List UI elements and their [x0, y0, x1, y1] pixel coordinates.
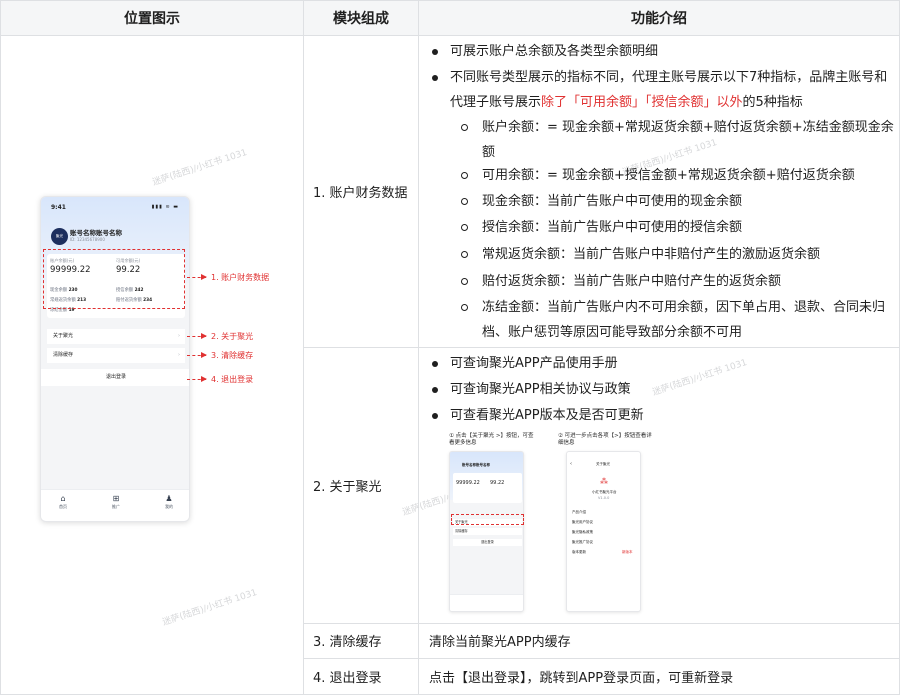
tab-home[interactable]: ⌂首页 [48, 494, 78, 510]
about-row[interactable]: 关于聚光› [47, 329, 185, 344]
account-name: 账号名称账号名称 [70, 229, 122, 237]
finance-bullet-2: 不同账号类型展示的指标不同，代理主账号展示以下7种指标，品牌主账号和代理子账号展… [424, 66, 894, 115]
finance-sub-2: 可用余额：= 现金余额+授信金额+常规返货余额+赔付返货余额 [458, 164, 894, 189]
tab-bar: ⌂首页 ⊞推广 ♟我的 [41, 489, 189, 521]
module-about: 2. 关于聚光 [303, 347, 419, 624]
arrow-logout [187, 376, 207, 382]
callout-clear-cache: 3. 清除缓存 [211, 351, 254, 360]
phone-mockup: 9:41 ▮▮▮ ≋ ▬ 聚光 账号名称账号名称 ID: 12345678900… [40, 196, 190, 522]
tab-promote[interactable]: ⊞推广 [101, 494, 131, 510]
feature-clear-cache: 清除当前聚光APP内缓存 [418, 623, 900, 659]
finance-sub-6: 赔付返货余额：当前广告账户中赔付产生的返货余额 [458, 270, 894, 295]
finance-sub-7: 冻结金额：当前广告账户内不可用余额，因下单占用、退款、合同未归档、账户惩罚等原因… [458, 296, 894, 345]
finance-card: 账户余额(元) 99999.22 可用余额(元) 99.22 现金余额 230 … [47, 254, 185, 318]
grid-icon: ⊞ [112, 494, 120, 503]
screenshot-about-step-1: 账号名称账号名称 99999.22 99.22 关于聚光 清除缓存 退出登录 [449, 451, 524, 612]
screenshot-about-step-2: ‹ 关于聚光 ⁂ 小红书聚光平台 V1.0.0 产品介绍 聚光用户协议 聚光隐私… [566, 451, 641, 612]
module-logout: 4. 退出登录 [303, 658, 419, 695]
about-step-1: ① 点击【关于聚光 >】按钮，可查看更多信息 [449, 433, 534, 446]
header-feature: 功能介绍 [418, 0, 900, 36]
header-module: 模块组成 [303, 0, 419, 36]
tab-mine[interactable]: ♟我的 [154, 494, 184, 510]
callout-finance: 1. 账户财务数据 [211, 273, 270, 282]
about-bullet-1: 可查询聚光APP产品使用手册 [424, 352, 894, 377]
finance-sub-5: 常规返货余额：当前广告账户中非赔付产生的激励返货余额 [458, 243, 894, 268]
arrow-about [187, 333, 207, 339]
arrow-clear-cache [187, 352, 207, 358]
highlight-finance [43, 249, 185, 309]
module-finance: 1. 账户财务数据 [303, 36, 419, 348]
about-step-2: ② 可进一步点击各项【>】按钮查看详细信息 [558, 433, 652, 446]
account-avatar: 聚光 [51, 228, 68, 245]
finance-bullet-1: 可展示账户总余额及各类型余额明细 [424, 40, 894, 65]
chevron-right-icon: › [178, 352, 180, 358]
available-value: 99.22 [116, 265, 141, 275]
home-icon: ⌂ [60, 494, 66, 503]
finance-sub-3: 现金余额：当前广告账户中可使用的现金余额 [458, 190, 894, 215]
finance-sub-1: 账户余额：= 现金余额+常规返货余额+赔付返货余额+冻结金额现金余额 [458, 116, 894, 165]
about-bullet-3: 可查看聚光APP版本及是否可更新 [424, 404, 894, 429]
logout-button[interactable]: 退出登录 [41, 369, 189, 386]
finance-sub-4: 授信余额：当前广告账户中可使用的授信余额 [458, 216, 894, 241]
callout-logout: 4. 退出登录 [211, 375, 254, 384]
status-icons: ▮▮▮ ≋ ▬ [151, 204, 179, 210]
chevron-right-icon: › [178, 333, 180, 339]
balance-value: 99999.22 [50, 265, 91, 275]
module-clear-cache: 3. 清除缓存 [303, 623, 419, 659]
about-bullet-2: 可查询聚光APP相关协议与政策 [424, 378, 894, 403]
feature-logout: 点击【退出登录】，跳转到APP登录页面，可重新登录 [418, 658, 900, 695]
callout-about: 2. 关于聚光 [211, 332, 254, 341]
status-time: 9:41 [51, 204, 66, 211]
highlight-about-row [451, 514, 524, 525]
account-id: ID: 12345678900 [70, 237, 105, 242]
user-icon: ♟ [165, 494, 173, 503]
finance-highlight: 除了「可用余额」「授信余额」以外 [541, 94, 743, 110]
clear-cache-row[interactable]: 清除缓存› [47, 348, 185, 363]
arrow-finance [187, 274, 207, 280]
header-position: 位置图示 [0, 0, 304, 36]
